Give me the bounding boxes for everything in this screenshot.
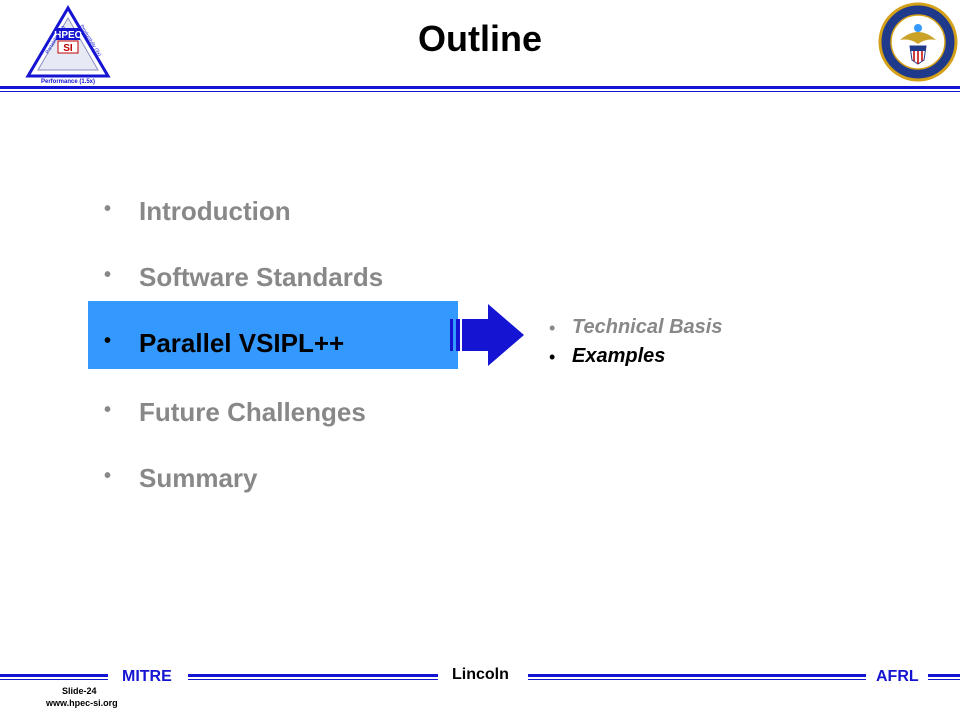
header-rule — [0, 86, 960, 89]
dod-seal-logo — [878, 2, 958, 82]
footer-rule-thin — [928, 679, 960, 680]
footer-lincoln: Lincoln — [452, 666, 509, 683]
footer-mitre: MITRE — [122, 668, 172, 685]
page-title: Outline — [418, 18, 542, 59]
site-url: www.hpec-si.org — [46, 698, 118, 708]
footer-rule-thin — [188, 679, 438, 680]
bullet-icon: • — [549, 318, 556, 338]
arrow-right-icon — [450, 304, 524, 366]
footer-rule-thin — [0, 679, 108, 680]
footer-rule — [0, 674, 108, 677]
bullet-icon: • — [104, 465, 112, 487]
footer-rule — [528, 674, 866, 677]
outline-item-future-challenges: Future Challenges — [139, 397, 366, 427]
bullet-icon: • — [104, 330, 112, 352]
outline-item-summary: Summary — [139, 463, 258, 493]
outline-item-introduction: Introduction — [139, 196, 291, 226]
slide-number: Slide-24 — [62, 686, 97, 696]
subtopic-examples: Examples — [572, 345, 666, 367]
subtopic-technical-basis: Technical Basis — [572, 316, 723, 338]
bullet-icon: • — [104, 198, 112, 220]
active-item-highlight — [88, 301, 458, 369]
footer-afrl: AFRL — [876, 668, 919, 685]
svg-text:SI: SI — [63, 43, 73, 54]
bullet-icon: • — [104, 399, 112, 421]
hpec-si-logo: HPEC SI Performance (1.5x) Portability (… — [25, 5, 111, 85]
svg-text:HPEC: HPEC — [54, 30, 82, 41]
bullet-icon: • — [549, 347, 556, 367]
bullet-icon: • — [104, 264, 112, 286]
outline-item-software-standards: Software Standards — [139, 262, 384, 292]
svg-text:Performance (1.5x): Performance (1.5x) — [41, 79, 95, 85]
outline-item-parallel-vsipl: Parallel VSIPL++ — [139, 328, 345, 358]
footer-rule-thin — [528, 679, 866, 680]
footer-rule — [928, 674, 960, 677]
footer-rule — [188, 674, 438, 677]
header-rule-thin — [0, 91, 960, 92]
